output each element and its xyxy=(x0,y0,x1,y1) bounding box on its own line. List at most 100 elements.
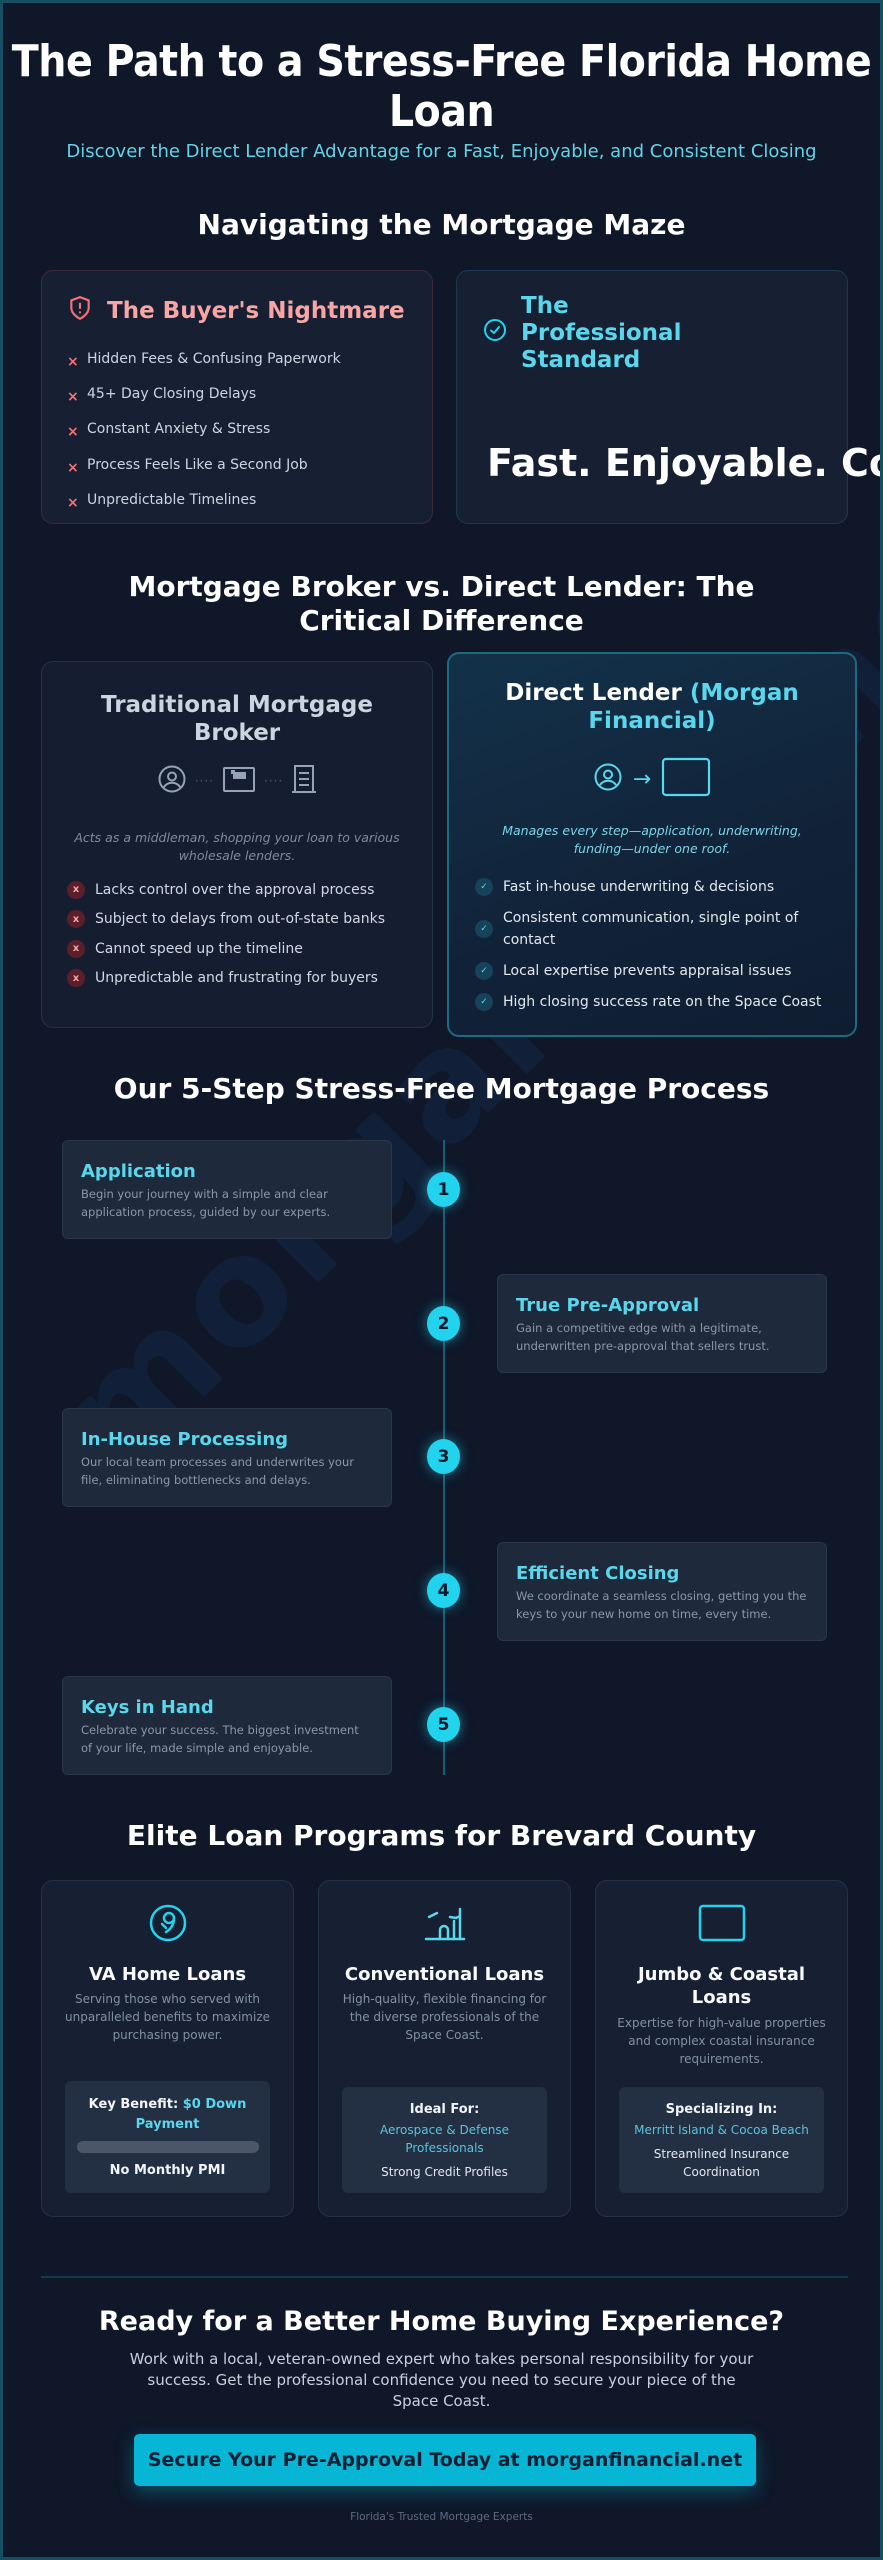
section-divider xyxy=(41,2276,848,2278)
x-icon: × xyxy=(67,424,79,441)
step-card-application: Application Begin your journey with a si… xyxy=(62,1140,392,1239)
document-icon xyxy=(291,764,317,798)
footer-tagline: Florida's Trusted Mortgage Experts xyxy=(350,2511,533,2523)
connector-dots: ···· xyxy=(264,774,284,788)
check-badge-icon: ✓ xyxy=(475,993,493,1011)
step-description: We coordinate a seamless closing, gettin… xyxy=(516,1589,807,1621)
loan-card-jumbo: Jumbo & Coastal Loans Expertise for high… xyxy=(595,1880,848,2217)
loan-title: VA Home Loans xyxy=(88,1964,247,1985)
professional-standard-card: The Professional Standard Fast. Enjoyabl… xyxy=(456,270,880,524)
lender-description: Manages every step—application, underwri… xyxy=(502,823,802,856)
step-card-keys: Keys in Hand Celebrate your success. The… xyxy=(62,1676,392,1775)
nightmare-item: ×Process Feels Like a Second Job xyxy=(67,456,308,476)
cta-title: Ready for a Better Home Buying Experienc… xyxy=(98,2306,785,2337)
step-number-badge: 4 xyxy=(427,1573,460,1608)
step-description: Celebrate your success. The biggest inve… xyxy=(81,1723,359,1755)
page-title: The Path to a Stress-Free Florida Home L… xyxy=(11,36,872,137)
lender-title: Direct Lender (Morgan Financial) xyxy=(505,680,799,734)
step-title: Keys in Hand xyxy=(81,1697,214,1718)
nightmare-title: The Buyer's Nightmare xyxy=(107,298,405,324)
broker-card: Traditional Mortgage Broker ···· ···· Ac… xyxy=(41,661,433,1028)
broker-description: Acts as a middleman, shopping your loan … xyxy=(74,830,400,863)
loan-benefit-box: Key Benefit: $0 Down Payment No Monthly … xyxy=(65,2081,270,2193)
loan-card-conventional: Conventional Loans High-quality, flexibl… xyxy=(318,1880,571,2217)
loan-description: High-quality, flexible financing for the… xyxy=(342,1992,547,2042)
bank-icon xyxy=(222,765,256,797)
process-section-title: Our 5-Step Stress-Free Mortgage Process xyxy=(113,1072,770,1105)
lender-pro-item: ✓High closing success rate on the Space … xyxy=(475,991,835,1013)
arrow-right-icon: → xyxy=(632,766,652,792)
loan-description: Expertise for high-value properties and … xyxy=(617,2016,826,2066)
x-icon: × xyxy=(67,459,79,476)
comparison-section-title: Mortgage Broker vs. Direct Lender: The C… xyxy=(128,570,755,637)
step-title: Efficient Closing xyxy=(516,1563,680,1584)
lender-pro-item: ✓Local expertise prevents appraisal issu… xyxy=(475,960,835,982)
nightmare-list: ×Hidden Fees & Confusing Paperwork ×45+ … xyxy=(67,341,341,517)
specialty-highlight: Merritt Island & Cocoa Beach xyxy=(634,2123,809,2137)
loan-description: Serving those who served with unparallel… xyxy=(64,1992,271,2042)
nightmare-item: ×Constant Anxiety & Stress xyxy=(67,421,271,441)
loan-card-va: VA Home Loans Serving those who served w… xyxy=(41,1880,294,2217)
benefit-bar xyxy=(76,2141,259,2153)
maze-section-title: Navigating the Mortgage Maze xyxy=(197,208,686,241)
ideal-highlight: Aerospace & Defense Professionals xyxy=(379,2123,510,2155)
standard-tagline: Fast. Enjoyable. Consistent. xyxy=(487,441,880,485)
building-icon xyxy=(661,757,711,801)
nightmare-item: ×Hidden Fees & Confusing Paperwork xyxy=(67,350,341,370)
connector-dots: ···· xyxy=(194,774,214,788)
specialty-item: Streamlined Insurance Coordination xyxy=(653,2147,790,2179)
x-icon: × xyxy=(67,353,79,370)
medal-icon xyxy=(42,1903,293,1943)
pre-approval-cta-button[interactable]: Secure Your Pre-Approval Today at morgan… xyxy=(134,2434,756,2486)
shield-alert-icon xyxy=(67,295,93,327)
step-title: Application xyxy=(81,1161,196,1182)
lender-pro-item: ✓Fast in-house underwriting & decisions xyxy=(475,876,835,898)
buyers-nightmare-card: The Buyer's Nightmare ×Hidden Fees & Con… xyxy=(41,270,433,524)
step-number-badge: 5 xyxy=(427,1707,460,1742)
programs-section-title: Elite Loan Programs for Brevard County xyxy=(126,1819,757,1852)
x-badge-icon: x xyxy=(67,880,85,899)
benefit-highlight: $0 Down Payment xyxy=(135,2097,247,2132)
nightmare-item: ×45+ Day Closing Delays xyxy=(67,385,257,405)
step-description: Begin your journey with a simple and cle… xyxy=(81,1187,331,1219)
x-badge-icon: x xyxy=(67,910,85,929)
rocket-launch-icon xyxy=(319,1903,570,1943)
user-icon xyxy=(593,762,623,796)
x-badge-icon: x xyxy=(67,969,85,988)
step-number-badge: 1 xyxy=(427,1172,460,1207)
step-number-badge: 2 xyxy=(427,1306,460,1341)
check-circle-icon xyxy=(483,318,507,349)
step-title: In-House Processing xyxy=(81,1429,289,1450)
step-number-badge: 3 xyxy=(427,1439,460,1474)
direct-lender-card: Direct Lender (Morgan Financial) → Manag… xyxy=(447,652,857,1037)
check-badge-icon: ✓ xyxy=(475,962,493,980)
x-icon: × xyxy=(67,494,79,511)
standard-title: The Professional Standard xyxy=(521,293,682,373)
loan-ideal-for-box: Ideal For: Aerospace & Defense Professio… xyxy=(342,2087,547,2193)
broker-title: Traditional Mortgage Broker xyxy=(101,692,373,746)
step-card-pre-approval: True Pre-Approval Gain a competitive edg… xyxy=(497,1274,827,1373)
loan-title: Jumbo & Coastal Loans xyxy=(637,1964,806,2008)
step-card-closing: Efficient Closing We coordinate a seamle… xyxy=(497,1542,827,1641)
loan-title: Conventional Loans xyxy=(344,1964,545,1985)
loan-specialty-box: Specializing In: Merritt Island & Cocoa … xyxy=(619,2087,824,2193)
lender-pros-list: ✓Fast in-house underwriting & decisions … xyxy=(475,876,835,1022)
step-description: Our local team processes and underwrites… xyxy=(81,1455,354,1487)
x-badge-icon: x xyxy=(67,939,85,958)
nightmare-header: The Buyer's Nightmare xyxy=(67,295,405,327)
check-badge-icon: ✓ xyxy=(475,878,493,896)
lender-pro-item: ✓Consistent communication, single point … xyxy=(475,907,835,951)
step-description: Gain a competitive edge with a legitimat… xyxy=(516,1321,770,1353)
broker-flow-icons: ···· ···· xyxy=(42,764,432,798)
ideal-item: Strong Credit Profiles xyxy=(381,2165,508,2179)
user-icon xyxy=(157,764,187,798)
step-title: True Pre-Approval xyxy=(516,1295,700,1316)
nightmare-item: ×Unpredictable Timelines xyxy=(67,491,257,511)
lender-flow-icons: → xyxy=(449,757,855,801)
benefit-item: No Monthly PMI xyxy=(109,2163,226,2178)
